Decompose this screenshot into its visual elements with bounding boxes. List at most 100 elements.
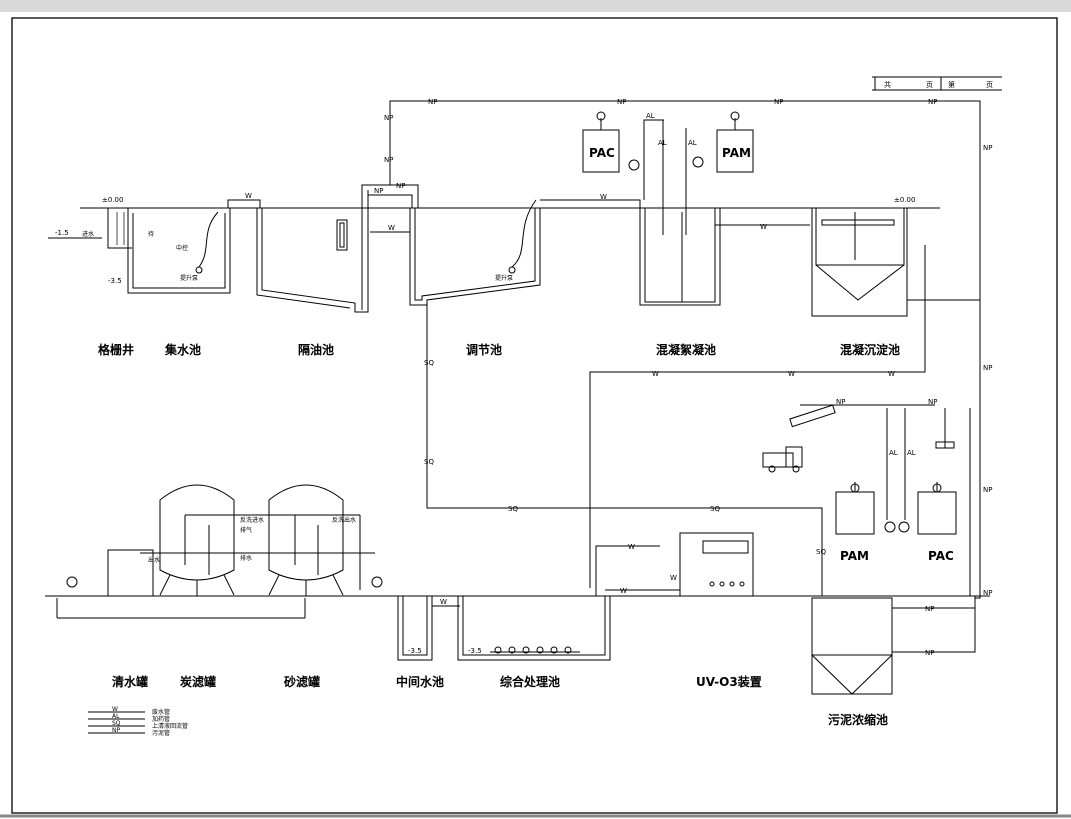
label-mid-tank: 中间水池 <box>396 674 444 689</box>
legend-text-0: 废水管 <box>152 708 170 716</box>
label-coag-settle-tank: 混凝沉淀池 <box>840 342 900 357</box>
label-clear-water-tank: 清水罐 <box>112 674 148 689</box>
level-zero-right: ±0.00 <box>894 196 915 204</box>
sludge-thickening-tank: NP NP <box>811 596 976 695</box>
tb-ye1: 页 <box>926 81 933 89</box>
sq-tag-5: SQ <box>816 548 826 556</box>
np-tag-8: NP <box>983 364 992 372</box>
comprehensive-treatment-tank: -3.5 W W W <box>457 543 680 661</box>
w-tag-5: W <box>652 370 659 378</box>
np-tag-12: NP <box>374 187 383 195</box>
collection-tank: 待 中控 提升泵 <box>127 208 231 294</box>
w-return-line: W W W <box>589 245 926 588</box>
carbon-filter-tank <box>159 484 235 596</box>
tb-ye2: 页 <box>986 81 993 89</box>
w-tag-3: W <box>600 193 607 201</box>
np-pipe-oil-to-adjust: NP NP <box>361 182 419 208</box>
coag-floc-tank: W <box>639 208 810 306</box>
clear-water-tank <box>56 549 383 619</box>
np-tag-3: NP <box>774 98 783 106</box>
dosing-tank-pam-top: PAM <box>692 111 754 173</box>
w-tag-9: W <box>628 543 635 551</box>
label-oil-tank: 隔油池 <box>298 342 334 357</box>
inflow-note: 进水 <box>82 230 94 238</box>
drawing-frame <box>11 17 1058 814</box>
level-comp35: -3.5 <box>468 647 482 655</box>
legend-code-2: SQ <box>112 720 121 727</box>
sand-filter-tank <box>268 484 344 596</box>
tb-di: 第 <box>948 80 955 89</box>
sq-tag-3: SQ <box>508 505 518 513</box>
filter-piping: 反洗进水 反洗出水 排气 排水 出水 <box>140 514 375 590</box>
pac-top-label: PAC <box>589 146 615 160</box>
w-pipe-collect-to-oil: W <box>227 192 261 208</box>
np-tag-7: NP <box>983 144 992 152</box>
legend-code-0: W <box>112 706 118 713</box>
label-coag-floc-tank: 混凝絮凝池 <box>656 342 716 357</box>
sq-tag-1: SQ <box>424 359 434 367</box>
wait-note: 待 <box>148 230 154 238</box>
np-tag-10: NP <box>983 589 992 597</box>
np-tag-15: NP <box>925 605 934 613</box>
np-tag-13: NP <box>836 398 845 406</box>
adjust-tank: 提升泵 W <box>409 193 641 306</box>
al-tag-3: AL <box>688 139 697 147</box>
w-tag-4: W <box>760 223 767 231</box>
pipe-legend: W AL SQ NP 废水管 加药管 上清液回流管 污泥管 <box>88 706 188 737</box>
level-minus15: -1.5 <box>55 229 69 237</box>
vent-note: 排气 <box>240 526 252 534</box>
label-uv-device: UV-O3装置 <box>696 674 762 689</box>
np-tag-11: NP <box>396 182 405 190</box>
w-tag-11: W <box>620 587 627 595</box>
pump2-note: 提升泵 <box>495 274 513 282</box>
label-sand-filter: 砂滤罐 <box>283 674 320 689</box>
legend-text-2: 上清液回流管 <box>152 722 188 730</box>
sludge-conveyor: NP NP <box>762 398 937 473</box>
np-tag-14: NP <box>928 398 937 406</box>
label-comp-tank: 综合处理池 <box>500 674 560 689</box>
al-tag-1: AL <box>646 112 655 120</box>
np-tag-2: NP <box>617 98 626 106</box>
drain-note: 排水 <box>240 554 252 562</box>
window-top-band <box>0 0 1071 12</box>
label-collect-tank: 集水池 <box>164 342 201 357</box>
legend-code-3: NP <box>112 727 120 734</box>
al-dosing-pipes-top: AL AL AL <box>643 112 697 235</box>
backwash-out-note: 反洗出水 <box>332 516 356 524</box>
level-zero-left: ±0.00 <box>102 196 123 204</box>
legend-text-1: 加药管 <box>152 715 170 723</box>
title-block: 共 页 第 页 <box>872 76 1002 91</box>
w-tag-1: W <box>245 192 252 200</box>
w-tag-8: W <box>440 598 447 606</box>
grid-well: ±0.00 -1.5 -3.5 进水 <box>48 196 132 285</box>
np-tag-5: NP <box>384 114 393 122</box>
pump1-note: 提升泵 <box>180 274 198 282</box>
level-minus35: -3.5 <box>108 277 122 285</box>
dosing-tank-pam-bottom: PAM <box>835 482 896 563</box>
legend-code-1: AL <box>112 713 120 720</box>
centre-note: 中控 <box>176 244 188 252</box>
backwash-in-note: 反洗进水 <box>240 516 264 524</box>
pac-bottom-label: PAC <box>928 549 954 563</box>
uv-o3-device <box>679 532 754 597</box>
sq-supernatant-line: SQ SQ SQ SQ SQ <box>424 305 826 596</box>
dosing-tank-pac-bottom: PAC <box>898 482 957 563</box>
dosing-tank-pac-top: PAC <box>582 111 640 173</box>
coag-settle-tank: ±0.00 <box>811 196 980 317</box>
w-tag-7: W <box>888 370 895 378</box>
sq-tag-2: SQ <box>424 458 434 466</box>
label-adjust-tank: 调节池 <box>466 342 502 357</box>
w-tag-6: W <box>788 370 795 378</box>
np-tag-9: NP <box>983 486 992 494</box>
oil-separation-tank: W <box>256 190 410 313</box>
label-carbon-filter: 炭滤罐 <box>180 674 216 689</box>
sludge-truck <box>762 452 794 468</box>
middle-water-tank: -3.5 W <box>397 596 460 661</box>
pam-top-label: PAM <box>722 146 751 160</box>
tb-gong: 共 <box>884 80 891 89</box>
al-tag-2: AL <box>658 139 667 147</box>
al-tag-5: AL <box>907 449 916 457</box>
al-tag-4: AL <box>889 449 898 457</box>
pam-bottom-label: PAM <box>840 549 869 563</box>
